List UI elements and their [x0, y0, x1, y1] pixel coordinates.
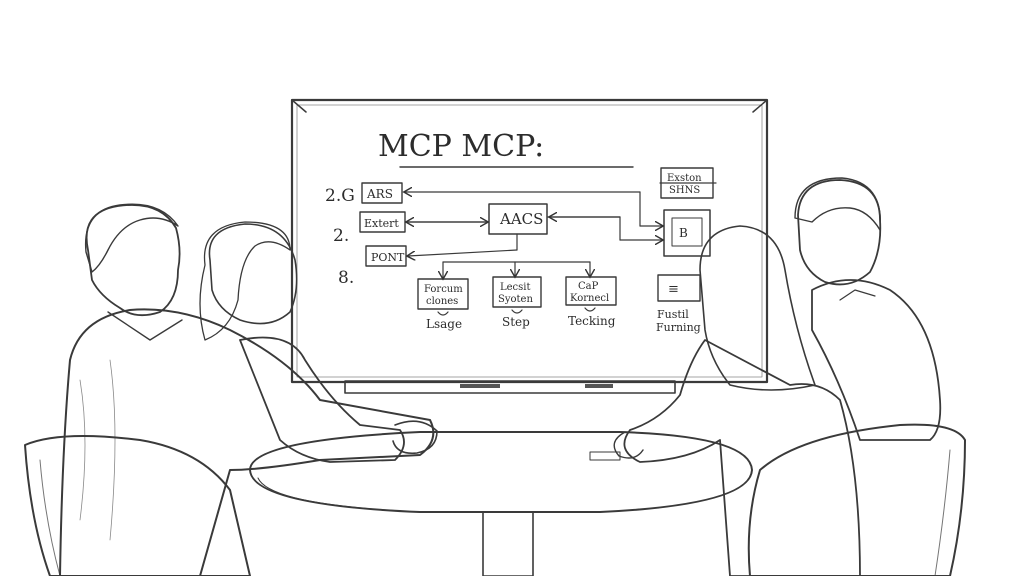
person-center-left: [199, 221, 405, 463]
phone-on-table: [589, 451, 621, 461]
left-box-2-label: Extert: [364, 217, 399, 230]
bottom-box-2-line1: Lecsit: [500, 282, 531, 293]
chair-right: [747, 423, 966, 576]
bottom-box-3-line1: CaP: [578, 281, 599, 292]
whiteboard-title: MCP MCP:: [378, 129, 544, 164]
right-bottom-box: [657, 274, 701, 302]
row-number-3: 8.: [338, 268, 354, 288]
meeting-table: [249, 431, 753, 576]
bottom-box-1-caption: Lsage: [426, 317, 462, 331]
left-box-1: [361, 182, 403, 204]
bottom-box-3-line2: Kornecl: [570, 293, 609, 304]
bottom-box-3-caption: Tecking: [568, 314, 616, 328]
row-number-1: 2.G: [325, 186, 355, 206]
person-center-right: [613, 225, 861, 576]
bottom-box-2-caption: Step: [502, 315, 530, 329]
person-left-hand: [392, 420, 438, 455]
right-caption-line1: Fustil: [657, 308, 689, 321]
right-top-box-line1: Exston: [667, 173, 702, 184]
bottom-box-1-line2: clones: [426, 296, 458, 307]
whiteboard-frame: [290, 98, 769, 384]
center-box-label: AACS: [499, 210, 543, 228]
left-box-3-label: PONT: [371, 251, 405, 264]
person-right: [794, 177, 942, 441]
whiteboard-tray: [344, 380, 676, 394]
right-bottom-box-label: ≡: [668, 282, 679, 297]
diagram-connectors: [405, 182, 717, 316]
marker-1: [460, 384, 500, 388]
person-left: [59, 203, 438, 576]
marker-2: [585, 384, 613, 388]
row-number-2: 2.: [333, 226, 349, 246]
right-middle-box: [663, 209, 711, 257]
whiteboard: MCP MCP: 2.G 2. 8. ARS Extert PONT AACS …: [290, 98, 769, 394]
bottom-box-1-line1: Forcum: [424, 284, 463, 295]
bottom-box-2-line2: Syoten: [498, 294, 533, 305]
left-box-1-label: ARS: [366, 187, 393, 201]
chair-left: [24, 435, 251, 576]
right-top-box-line2: SHNS: [669, 185, 700, 196]
table-leg: [482, 511, 534, 576]
right-middle-box-label: B: [679, 226, 688, 240]
right-caption-line2: Furning: [656, 321, 701, 334]
